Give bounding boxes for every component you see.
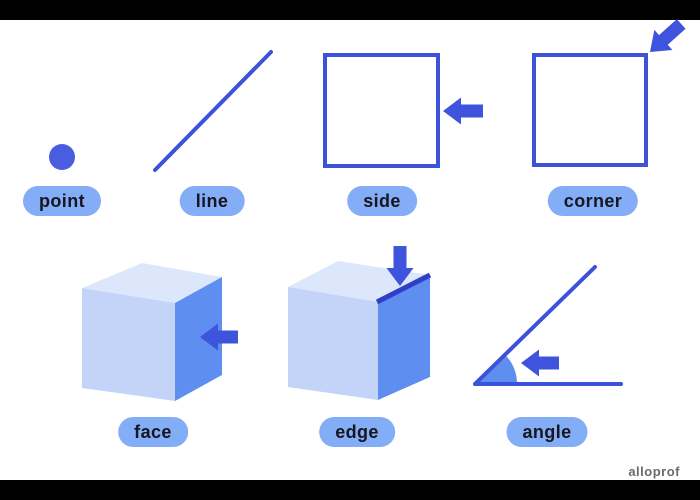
- label-face: face: [118, 417, 188, 447]
- face-arrow-icon: [200, 323, 238, 351]
- face-cube-top: [82, 263, 222, 303]
- label-point: point: [23, 186, 101, 216]
- label-corner: corner: [547, 186, 639, 216]
- alloprof-watermark: alloprof: [628, 464, 680, 479]
- edge-cube-front: [288, 287, 378, 400]
- edge-highlight: [375, 272, 432, 305]
- angle-sector: [475, 354, 517, 384]
- face-cube: [82, 263, 222, 401]
- angle-arrow-icon: [521, 349, 559, 377]
- angle-ray-oblique: [473, 265, 597, 386]
- line-segment: [153, 50, 273, 172]
- edge-cube: [288, 261, 432, 400]
- angle-figure: [473, 265, 623, 386]
- top-letterbox-bar: [0, 0, 700, 20]
- bottom-letterbox-bar: [0, 480, 700, 500]
- label-side: side: [347, 186, 417, 216]
- label-edge: edge: [319, 417, 395, 447]
- edge-arrow-icon: [386, 246, 414, 286]
- label-angle: angle: [506, 417, 588, 447]
- corner-arrow-icon: [650, 19, 686, 52]
- edge-cube-side: [378, 275, 430, 400]
- face-cube-side: [175, 277, 222, 401]
- side-arrow-icon: [443, 97, 483, 125]
- point-dot: [49, 144, 75, 170]
- corner-square: [532, 53, 648, 167]
- side-square: [323, 53, 440, 168]
- face-cube-front: [82, 288, 175, 401]
- label-line: line: [179, 186, 245, 216]
